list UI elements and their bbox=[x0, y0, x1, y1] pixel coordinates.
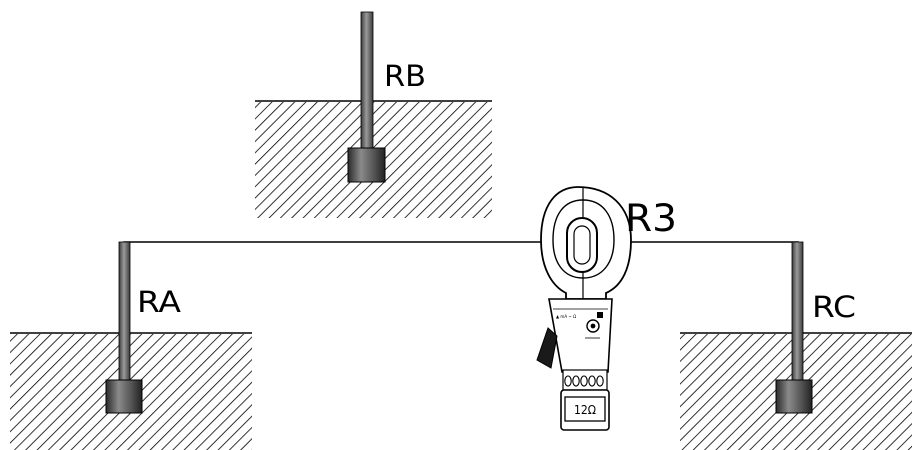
label-ra: RA bbox=[137, 285, 181, 319]
label-rc: RC bbox=[812, 290, 856, 324]
clamp-meter: ▲ mA ~ Ω 12Ω bbox=[536, 186, 632, 431]
meter-buttons bbox=[562, 369, 608, 391]
ground-electrode-a bbox=[105, 241, 143, 414]
label-r3: R3 bbox=[625, 197, 677, 240]
ground-electrode-b bbox=[347, 11, 386, 183]
svg-text:▲ mA ~ Ω: ▲ mA ~ Ω bbox=[556, 314, 576, 320]
ground-electrode-c bbox=[775, 241, 813, 414]
connecting-wire bbox=[123, 241, 799, 246]
label-rb: RB bbox=[384, 59, 426, 93]
meter-display-reading: 12Ω bbox=[574, 403, 596, 417]
